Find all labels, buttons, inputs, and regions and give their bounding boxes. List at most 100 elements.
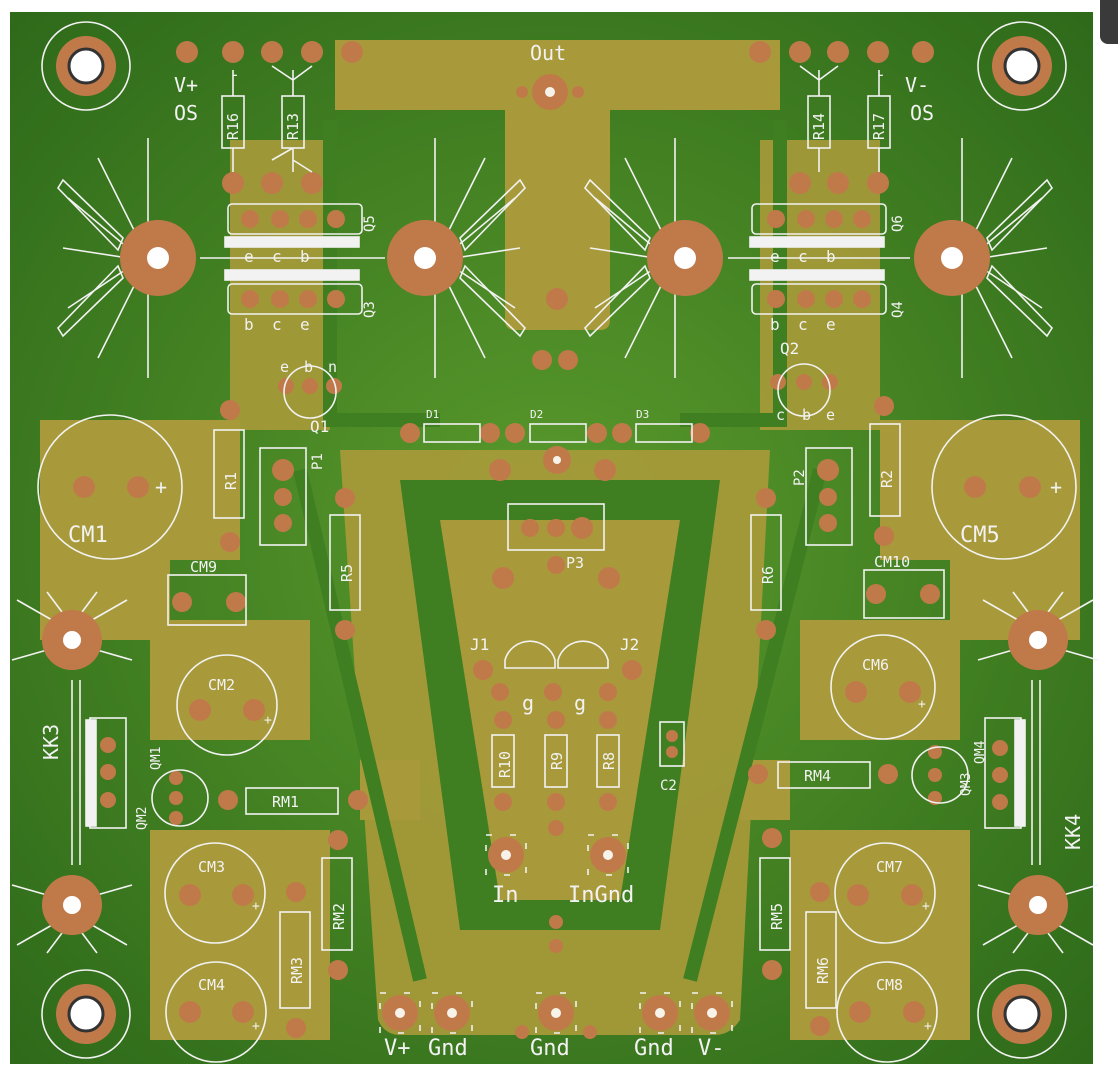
label-kk3: KK3	[39, 724, 63, 760]
pin-e3: e	[770, 247, 780, 266]
label-rm5: RM5	[768, 903, 786, 930]
pin-c1: c	[272, 247, 282, 266]
component-pads	[73, 41, 1041, 1039]
plus-cm2: +	[264, 713, 272, 728]
label-pwr-vplus: V+	[384, 1036, 411, 1061]
q2-pin-b: b	[802, 406, 811, 424]
heatsinks-large	[56, 138, 1054, 378]
label-minus-left: -	[230, 65, 240, 84]
label-cm10: CM10	[874, 553, 910, 571]
q1-pin-n: n	[328, 358, 337, 376]
label-c2: C2	[660, 778, 677, 794]
label-g-left: g	[522, 691, 534, 715]
pin-b2: b	[244, 315, 254, 334]
label-kk4: KK4	[1061, 814, 1085, 850]
label-vplus: V+	[174, 73, 198, 97]
label-g-right: g	[574, 691, 586, 715]
label-out: Out	[530, 41, 566, 65]
plus-cm5: +	[1050, 475, 1062, 499]
window-corner	[1100, 0, 1118, 44]
label-p3: P3	[566, 554, 584, 572]
label-r2: R2	[878, 470, 896, 488]
plus-cm6: +	[918, 697, 926, 712]
label-r17: R17	[870, 113, 888, 140]
heatsinks-small	[11, 591, 1099, 954]
label-pwr-gnd1: Gnd	[428, 1036, 468, 1061]
label-j1: J1	[470, 635, 489, 654]
label-r5: R5	[338, 564, 356, 582]
heatsink-pads	[120, 220, 990, 296]
label-r6: R6	[759, 566, 777, 584]
label-r16: R16	[224, 113, 242, 140]
label-cm9: CM9	[190, 558, 217, 576]
plus-cm3: +	[252, 899, 260, 914]
label-q3: Q3	[362, 301, 378, 318]
label-rm1: RM1	[272, 793, 299, 811]
label-cm4: CM4	[198, 976, 225, 994]
label-pwr-gnd3: Gnd	[634, 1036, 674, 1061]
label-q2: Q2	[780, 339, 799, 358]
pin-c3: c	[798, 247, 808, 266]
label-cm7: CM7	[876, 858, 903, 876]
output-transistors	[85, 203, 1026, 829]
label-rm6: RM6	[814, 957, 832, 984]
plus-cm4: +	[252, 1019, 260, 1034]
label-rm2: RM2	[330, 903, 348, 930]
label-rm4: RM4	[804, 767, 831, 785]
q2-pin-c: c	[776, 406, 785, 424]
label-pwr-gnd2: Gnd	[530, 1036, 570, 1061]
label-r13: R13	[284, 113, 302, 140]
label-p1: P1	[310, 453, 326, 470]
pin-b3: b	[826, 247, 836, 266]
label-r10: R10	[496, 751, 514, 778]
label-r14: R14	[810, 113, 828, 140]
pin-e2: e	[300, 315, 310, 334]
pin-e4: e	[826, 315, 836, 334]
label-cm8: CM8	[876, 976, 903, 994]
small-heatsink-pads	[42, 610, 1068, 935]
label-r9: R9	[548, 752, 566, 770]
label-cm3: CM3	[198, 858, 225, 876]
label-q6: Q6	[890, 215, 906, 232]
pin-c2: c	[272, 315, 282, 334]
label-r8: R8	[600, 752, 618, 770]
q1-pin-e: e	[280, 358, 289, 376]
label-os-right: OS	[910, 101, 934, 125]
label-cm2: CM2	[208, 676, 235, 694]
label-q5: Q5	[362, 215, 378, 232]
plus-cm7: +	[922, 899, 930, 914]
label-cm5: CM5	[960, 523, 1000, 548]
label-q4: Q4	[890, 301, 906, 318]
label-d3: D3	[636, 408, 649, 421]
label-qm4: QM4	[973, 740, 988, 764]
pin-c4: c	[798, 315, 808, 334]
silkscreen-outlines	[37, 65, 1077, 1063]
label-in: In	[492, 883, 519, 908]
pin-b1: b	[300, 247, 310, 266]
label-r1: R1	[222, 472, 240, 490]
plus-cm8: +	[924, 1019, 932, 1034]
q2-pin-e: e	[826, 406, 835, 424]
pad-holes	[395, 87, 717, 1018]
label-d1: D1	[426, 408, 439, 421]
pin-e1: e	[244, 247, 254, 266]
q1-pin-b: b	[304, 358, 313, 376]
label-j2: J2	[620, 635, 639, 654]
label-minus-right: -	[876, 65, 886, 84]
label-qm1: QM1	[149, 747, 164, 770]
plus-cm1: +	[155, 475, 167, 499]
label-qm2: QM2	[135, 807, 150, 830]
label-rm3: RM3	[288, 957, 306, 984]
label-qm3: QM3	[959, 773, 974, 796]
label-pwr-vminus: V-	[698, 1036, 725, 1061]
label-d2: D2	[530, 408, 543, 421]
label-ingnd: InGnd	[568, 883, 634, 908]
label-q1: Q1	[310, 417, 329, 436]
mounting-holes	[41, 21, 1067, 1059]
label-cm6: CM6	[862, 656, 889, 674]
label-vminus: V-	[905, 73, 929, 97]
pin-b4: b	[770, 315, 780, 334]
label-p2: P2	[792, 469, 808, 486]
label-os-left: OS	[174, 101, 198, 125]
